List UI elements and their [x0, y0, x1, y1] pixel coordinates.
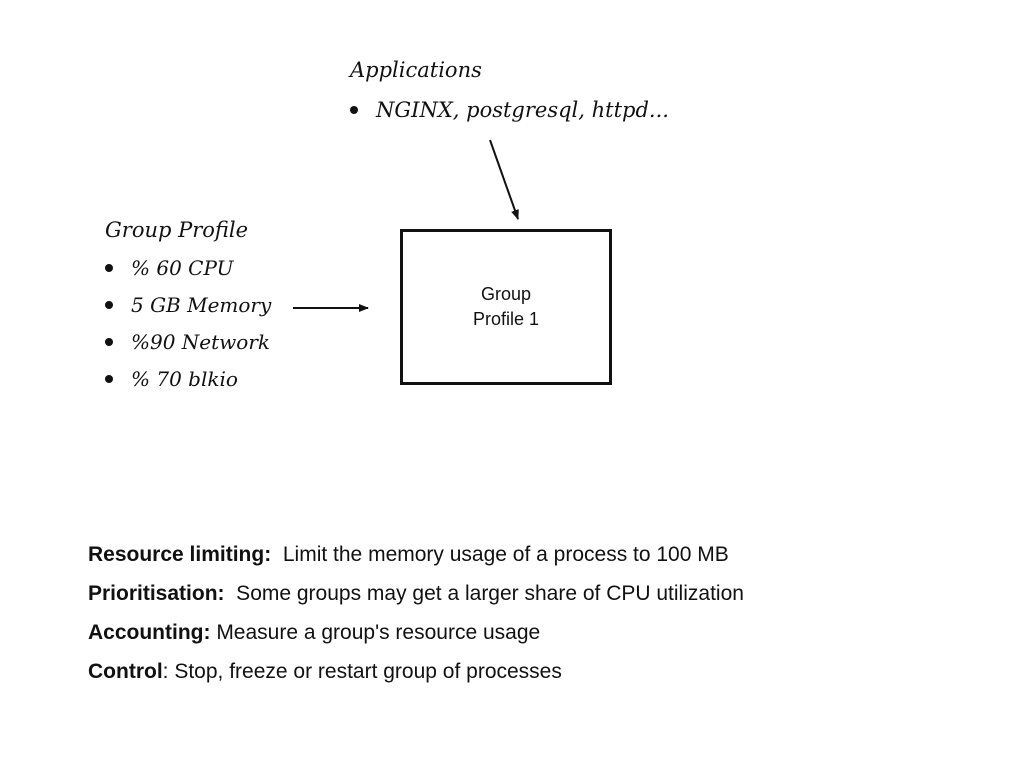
definition-term: Accounting: [88, 621, 211, 644]
definition-text: : Stop, freeze or restart group of proce… [162, 660, 562, 683]
definition-term: Prioritisation: [88, 582, 225, 605]
group-profile-item-network: %90 Network [105, 328, 271, 365]
group-profile-item-label: 5 GB Memory [131, 293, 272, 317]
definition-term: Resource limiting: [88, 543, 272, 566]
applications-list: NGINX, postgresql, httpd... [350, 96, 669, 133]
group-profile-item-label: %90 Network [131, 330, 271, 354]
group-profile-title: Group Profile [105, 218, 249, 242]
group-profile-box-label-line1: Group [480, 284, 532, 304]
group-profile-item-blkio: % 70 blkio [105, 365, 271, 402]
bullet-icon [105, 375, 113, 383]
group-profile-item-cpu: % 60 CPU [105, 254, 271, 291]
bullet-icon [105, 264, 113, 272]
applications-item-label: NGINX, postgresql, httpd... [376, 98, 669, 122]
group-profile-box: Group Profile 1 [400, 229, 612, 385]
applications-item: NGINX, postgresql, httpd... [350, 96, 669, 133]
group-profile-item-memory: 5 GB Memory [105, 291, 271, 328]
applications-title: Applications [350, 58, 482, 82]
definition-text: Measure a group's resource usage [210, 621, 541, 644]
definitions-list: Resource limiting: Limit the memory usag… [88, 538, 744, 694]
definition-control: Control: Stop, freeze or restart group o… [88, 655, 744, 694]
group-profile-item-label: % 60 CPU [131, 256, 234, 280]
definition-term: Control [88, 660, 163, 683]
definition-text: Limit the memory usage of a process to 1… [271, 543, 729, 566]
definition-prioritisation: Prioritisation: Some groups may get a la… [88, 577, 744, 616]
group-profile-box-label-line2: Profile 1 [472, 309, 540, 329]
group-profile-item-label: % 70 blkio [131, 367, 238, 391]
definition-text: Some groups may get a larger share of CP… [224, 582, 744, 605]
group-profile-box-label: Group Profile 1 [466, 282, 546, 332]
bullet-icon [105, 338, 113, 346]
group-profile-list: % 60 CPU 5 GB Memory %90 Network % 70 bl… [105, 254, 271, 402]
bullet-icon [350, 106, 358, 114]
applications-arrow [489, 139, 519, 220]
definition-resource-limiting: Resource limiting: Limit the memory usag… [88, 538, 744, 577]
bullet-icon [105, 301, 113, 309]
definition-accounting: Accounting: Measure a group's resource u… [88, 616, 744, 655]
